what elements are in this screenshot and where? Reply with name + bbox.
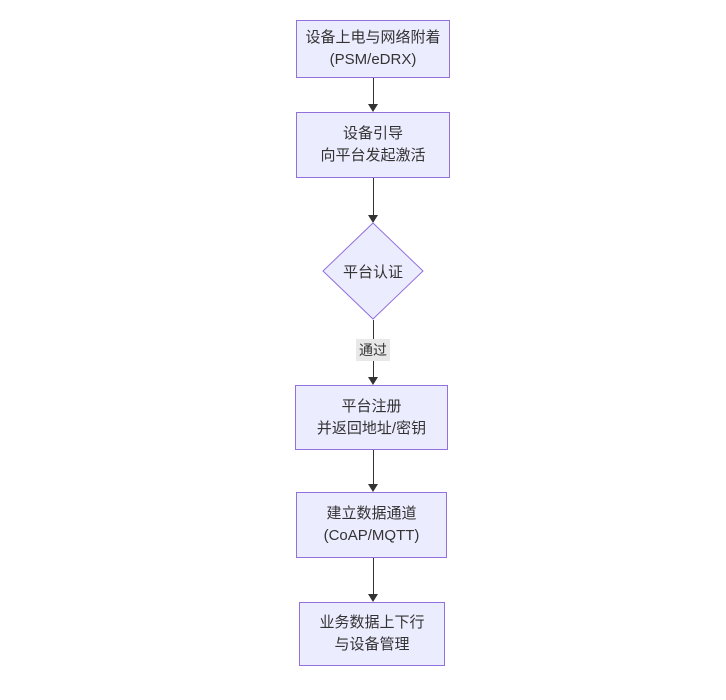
- edge-label-pass: 通过: [356, 339, 390, 361]
- arrowhead-down-icon: [368, 104, 378, 112]
- arrow-line: [372, 450, 374, 484]
- arrow-bootstrap-to-auth: [367, 178, 379, 223]
- arrowhead-down-icon: [368, 377, 378, 385]
- flow-node-power-attach: 设备上电与网络附着 (PSM/eDRX): [296, 20, 450, 78]
- node-line: 设备引导: [342, 125, 403, 142]
- flow-node-business-mgmt: 业务数据上下行 与设备管理: [299, 602, 445, 666]
- flow-node-platform-auth: 平台认证: [322, 222, 424, 320]
- node-line: 设备上电与网络附着: [305, 29, 441, 46]
- arrowhead-down-icon: [368, 215, 378, 223]
- node-line: (CoAP/MQTT): [323, 527, 420, 544]
- node-line: 平台认证: [342, 263, 403, 281]
- node-line: 并返回地址/密钥: [316, 419, 427, 437]
- arrow-line: [372, 178, 374, 215]
- arrowhead-down-icon: [368, 594, 378, 602]
- node-line: 建立数据通道: [326, 505, 417, 522]
- flow-node-register: 平台注册 并返回地址/密钥: [295, 385, 448, 450]
- flow-node-bootstrap: 设备引导 向平台发起激活: [296, 112, 450, 178]
- node-line: 业务数据上下行: [319, 614, 425, 631]
- arrow-line: [372, 78, 374, 104]
- arrow-register-to-channel: [367, 450, 379, 492]
- node-line: (PSM/eDRX): [329, 51, 417, 68]
- decision-diamond-icon: [322, 222, 424, 320]
- arrow-power-to-bootstrap: [367, 78, 379, 112]
- arrowhead-down-icon: [368, 484, 378, 492]
- flow-node-data-channel: 建立数据通道 (CoAP/MQTT): [296, 492, 447, 558]
- node-line: 平台注册: [341, 397, 402, 415]
- arrow-channel-to-business: [367, 558, 379, 602]
- node-line: 向平台发起激活: [320, 147, 426, 164]
- arrow-line: [372, 558, 374, 594]
- node-line: 与设备管理: [334, 636, 410, 653]
